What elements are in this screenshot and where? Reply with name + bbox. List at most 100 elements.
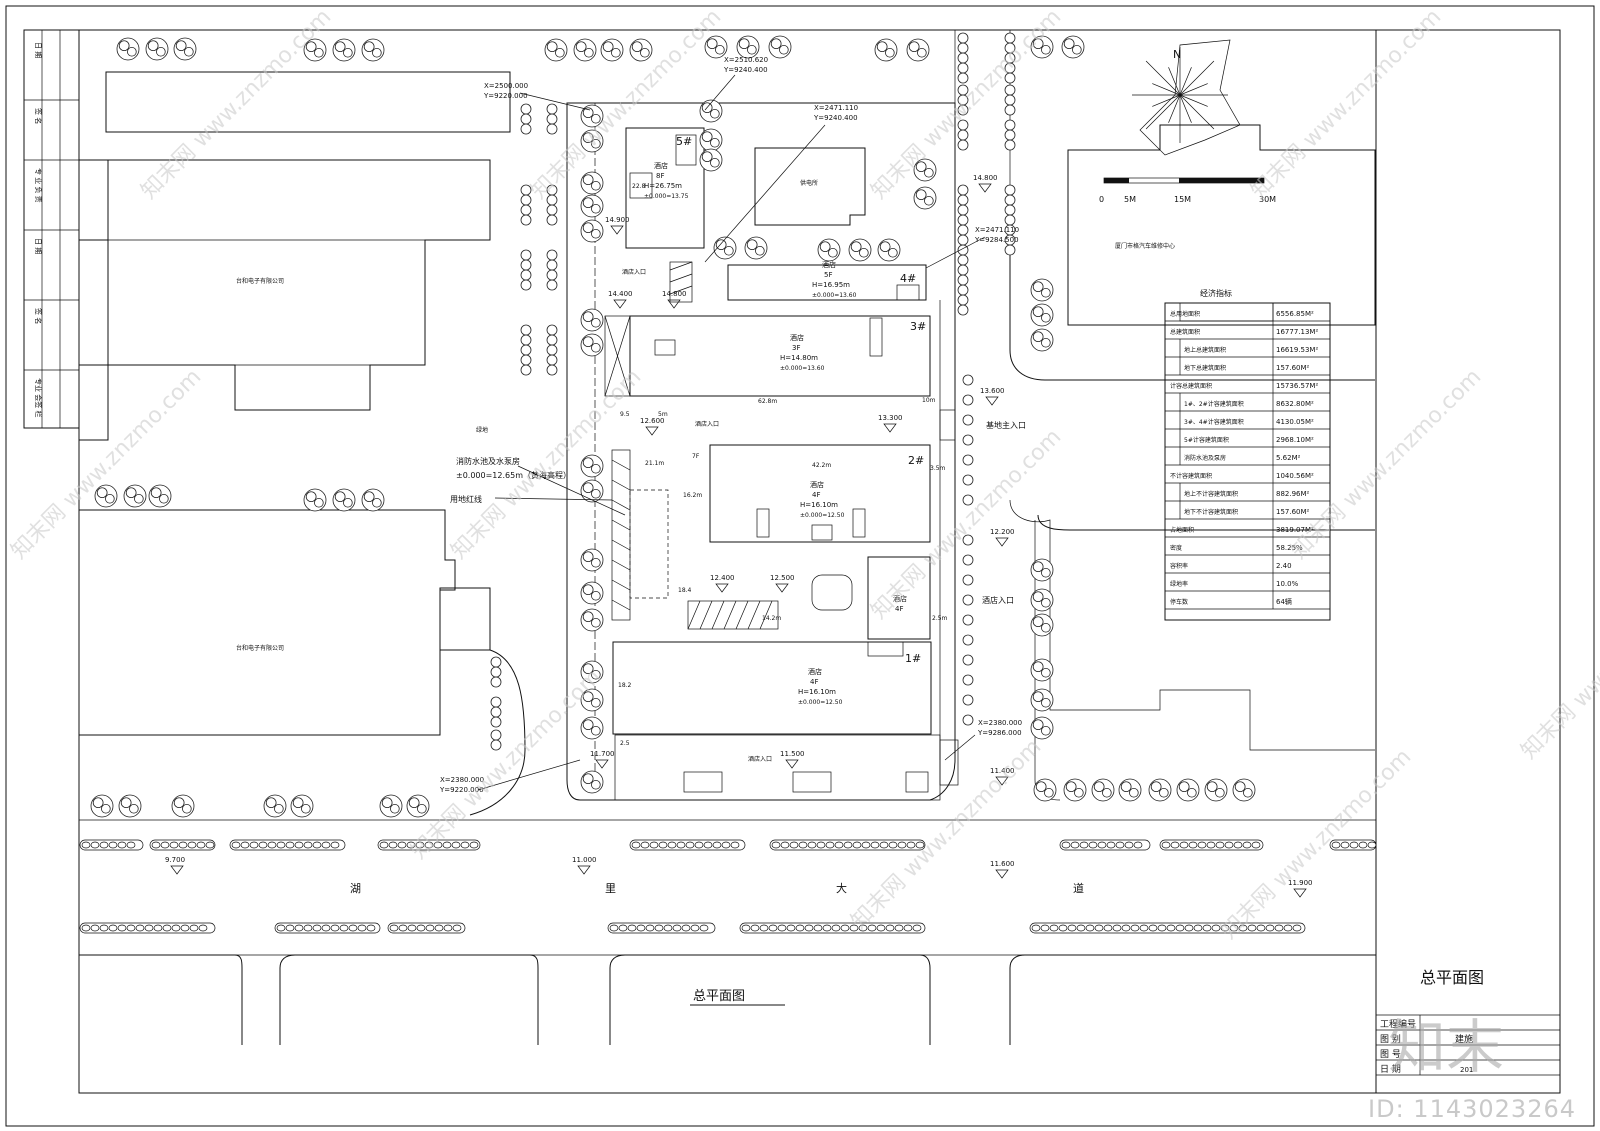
watermark-text: 知末网 www.znzmo.com	[407, 664, 607, 864]
elevation-triangle	[715, 583, 729, 593]
tree-icon	[94, 484, 118, 508]
building-floors: 4F	[895, 605, 903, 613]
shrub-icon	[546, 324, 558, 336]
tree-icon	[1030, 303, 1054, 327]
shrub-icon	[962, 554, 974, 566]
hedge-row	[274, 922, 381, 934]
shrub-icon	[1004, 104, 1016, 116]
econ-row-label: 消防水池及泵房	[1184, 454, 1226, 462]
plaza-paving	[614, 409, 959, 801]
econ-row-label: 地下不计容建筑面积	[1184, 508, 1238, 516]
tree-icon	[1091, 778, 1115, 802]
shrub-icon	[520, 344, 532, 356]
tree-icon	[1030, 613, 1054, 637]
shrub-icon	[546, 344, 558, 356]
shrub-icon	[962, 454, 974, 466]
building-base-level: ±0.000=13.75	[644, 193, 689, 200]
shrub-icon	[962, 474, 974, 486]
tree-icon	[580, 129, 604, 153]
econ-row-value: 2.40	[1276, 562, 1292, 570]
shrub-icon	[490, 666, 502, 678]
tree-icon	[290, 794, 314, 818]
scale-bar-fill	[1179, 178, 1264, 183]
title-block-project-no: 工程编号	[1380, 1018, 1416, 1030]
shrub-icon	[962, 694, 974, 706]
econ-row-value: 3819.07M²	[1276, 526, 1314, 534]
elevation-triangle	[645, 426, 659, 436]
shrub-icon	[520, 214, 532, 226]
tree-icon	[1061, 35, 1085, 59]
tree-icon	[303, 38, 327, 62]
shrub-icon	[520, 204, 532, 216]
shrub-icon	[962, 634, 974, 646]
side-signoff-strip	[23, 29, 80, 429]
econ-row-label: 1#、2#计容建筑面积	[1184, 400, 1244, 408]
elevation-mark: 14.400	[608, 290, 633, 298]
hedge-row	[1059, 839, 1151, 851]
dimension-label: 10m	[922, 397, 936, 404]
elevation-triangle	[170, 865, 184, 875]
econ-row-value: 6556.85M²	[1276, 310, 1314, 318]
econ-row-value: 16777.13M²	[1276, 328, 1318, 336]
tree-icon	[580, 219, 604, 243]
shrub-icon	[957, 62, 969, 74]
main-entrance-label: 基地主入口	[986, 420, 1026, 430]
shrub-icon	[546, 354, 558, 366]
tree-icon	[1176, 778, 1200, 802]
neighbor-company-label: 台和电子有限公司	[236, 277, 284, 285]
shrub-icon	[520, 113, 532, 125]
tree-icon	[1063, 778, 1087, 802]
coordinate-y: Y=9220.000	[483, 92, 528, 100]
shrub-icon	[546, 249, 558, 261]
tree-icon	[171, 794, 195, 818]
tree-icon	[580, 608, 604, 632]
coordinate-x: X=2380.000	[978, 719, 1022, 727]
tree-icon	[406, 794, 430, 818]
tree-icon	[1030, 278, 1054, 302]
tree-icon	[704, 35, 728, 59]
watermark-text: 知末网 www.znzmo.com	[1287, 364, 1487, 564]
building-height: H=14.80m	[780, 354, 818, 362]
elevation-mark: 11.700	[590, 750, 615, 758]
auto-center-outline	[1009, 124, 1376, 801]
side-strip-label: 日 期	[34, 238, 42, 254]
tree-icon	[379, 794, 403, 818]
building-use: 酒店	[808, 667, 822, 676]
shrub-icon	[957, 32, 969, 44]
side-strip-label: 签 名	[34, 308, 43, 324]
elevation-triangle	[613, 299, 627, 309]
tree-icon	[573, 38, 597, 62]
auto-center-label: 厦门市格汽车维修中心	[1115, 242, 1175, 250]
tree-icon	[580, 333, 604, 357]
shrub-icon	[546, 214, 558, 226]
shrub-icon	[520, 364, 532, 376]
econ-row-value: 8632.80M²	[1276, 400, 1314, 408]
dimension-label: 22.8	[632, 183, 646, 190]
tree-icon	[580, 104, 604, 128]
building-base-level: ±0.000=13.60	[812, 292, 857, 299]
shrub-icon	[546, 364, 558, 376]
substation-outline	[754, 147, 866, 226]
tree-icon	[1148, 778, 1172, 802]
shrub-icon	[490, 696, 502, 708]
road-name-char: 湖	[350, 882, 361, 895]
building-floors: 5F	[824, 271, 832, 279]
tree-symbols	[90, 32, 1256, 818]
coordinate-leader	[944, 734, 976, 761]
shrub-icon	[962, 614, 974, 626]
coordinate-leader	[704, 124, 826, 263]
tree-icon	[580, 171, 604, 195]
hotel-entrance-label: 酒店入口	[748, 755, 772, 763]
coordinate-x: X=2500.000	[484, 82, 528, 90]
shrub-icon	[546, 269, 558, 281]
hedge-row	[377, 839, 481, 851]
tree-icon	[1033, 778, 1057, 802]
elevation-mark: 14.800	[662, 290, 687, 298]
hedge-row	[1159, 839, 1264, 851]
